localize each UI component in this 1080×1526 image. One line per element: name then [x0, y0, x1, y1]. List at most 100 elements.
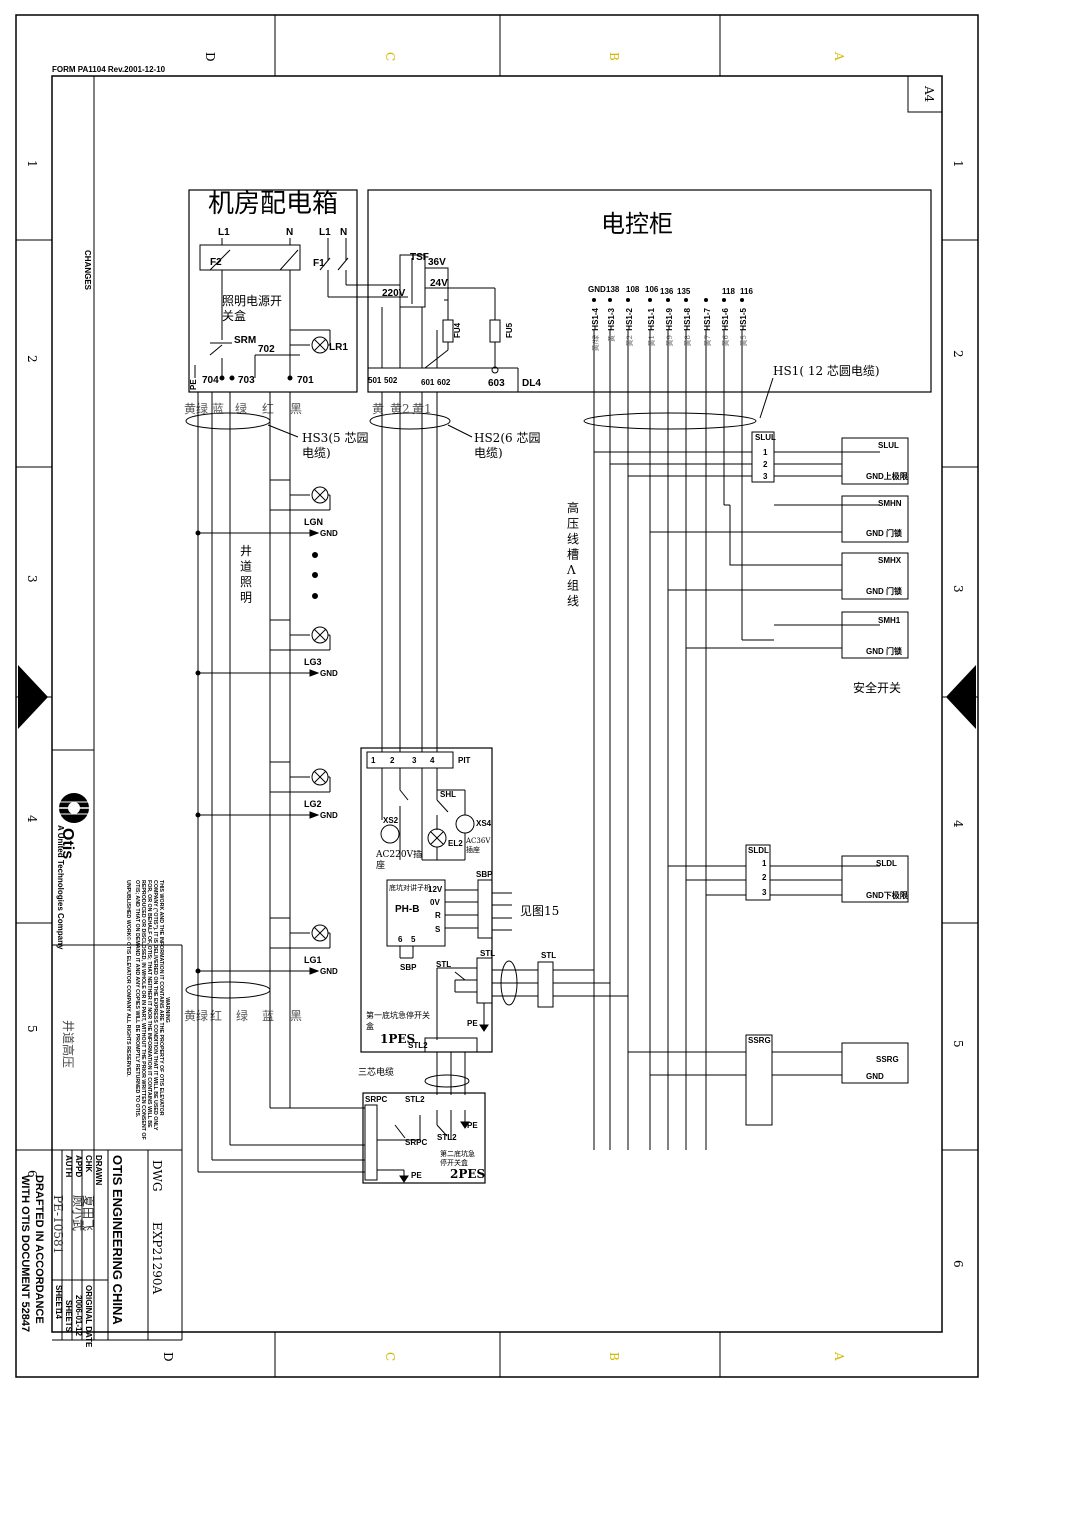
mr-f2: F2 [210, 257, 222, 268]
see-fig-label: 见图15 [520, 904, 559, 918]
drafted-line2: WITH OTIS DOCUMENT 52847 [19, 1175, 31, 1332]
paper-size: A4 [922, 85, 936, 103]
trunk-wires [197, 330, 743, 1172]
hs3-label-1: HS3(5 芯园 [302, 431, 368, 445]
t602-label: 602 [437, 378, 451, 387]
sldl-pin-1: 1 [762, 859, 767, 868]
mr-pe: PE [189, 379, 198, 390]
hs3-color-1: 蓝 [212, 402, 224, 416]
term-118: 118 [722, 287, 735, 296]
col-bottom-d: D [161, 1352, 175, 1362]
bottom-color-2: 绿 [236, 1008, 248, 1023]
second-pe2: PE [411, 1171, 422, 1180]
col-top-b: B [607, 52, 621, 61]
hs1-pin-label: HS1-6 [721, 307, 730, 330]
pit-pe: PE [467, 1019, 478, 1028]
hs1-wire-color: 黄7 [703, 335, 712, 346]
hs1-terminal-strip: HS1-4黄/绿HS1-3黄HS1-2黄2HS1-1黄1HS1-9黄9HS1-8… [591, 298, 748, 351]
machine-room-title: 机房配电箱 [208, 189, 338, 219]
sldl-box-label: SLDL [748, 846, 769, 855]
row-left-1: 1 [25, 160, 39, 168]
row-left-3: 3 [25, 575, 39, 583]
shl-label: SHL [440, 790, 456, 799]
hs2-color-0: 黄 [372, 402, 384, 416]
ac36-label: AC36V插座 [466, 837, 491, 854]
col-top-a: A [832, 51, 846, 61]
stl-right-label: STL [541, 951, 556, 960]
stl2-box-label: STL2 [405, 1095, 425, 1104]
sbp-pin-5: 5 [411, 935, 416, 944]
t501-label: 501 [368, 376, 382, 385]
v36-label: 36V [428, 257, 446, 268]
controller-title: 电控柜 [601, 210, 673, 238]
company-name: OTIS ENGINEERING CHINA [110, 1155, 125, 1325]
mr-srm: SRM [234, 335, 256, 346]
col-bottom-c: C [383, 1352, 397, 1361]
smh1-gnd: GND 门锁 [866, 646, 902, 656]
pit-stl2: STL2 [408, 1041, 428, 1050]
hs1-wire-color: 黄9 [665, 335, 674, 346]
sldl-label: SLDL [876, 859, 897, 868]
drawn-by: 夏田飞 [81, 1195, 95, 1231]
hs1-wire-color: 黄8 [683, 335, 692, 346]
pit-term-4: 4 [430, 756, 435, 765]
hs3-color-2: 绿 [235, 401, 247, 416]
hs3-color-4: 黑 [290, 402, 302, 416]
bottom-color-4: 黑 [290, 1009, 302, 1023]
xs4-label: XS4 [476, 819, 492, 828]
lamp-gnd: GND [320, 967, 338, 976]
hs1-cable-label: HS1( 12 芯圆电缆) [773, 364, 880, 378]
copyright: UNPUBLISHED WORK© OTIS ELEVATOR COMPANY … [125, 880, 131, 1077]
hs1-pin-label: HS1-9 [665, 307, 674, 330]
row-right-2: 2 [951, 350, 965, 358]
row-left-6: 6 [25, 1170, 39, 1178]
t502-label: 502 [384, 376, 398, 385]
pit-term-2: 2 [390, 756, 395, 765]
sheets-label: SHEETS [64, 1300, 73, 1333]
slul-pin-1: 1 [763, 448, 768, 457]
second-code: 2PES [450, 1167, 485, 1181]
three-core-label: 三芯电缆 [358, 1066, 394, 1078]
v220-label: 220V [382, 288, 406, 299]
lamp-label: LGN [304, 517, 323, 527]
bottom-color-0: 黄绿 [184, 1008, 208, 1023]
safety-switch-label: 安全开关 [853, 680, 901, 695]
second-pe: PE [467, 1121, 478, 1130]
slul-label: SLUL [878, 441, 899, 450]
smh1-label: SMH1 [878, 616, 901, 625]
otis-logo-icon [58, 793, 90, 823]
dwg-number: EXP21290A [150, 1222, 164, 1295]
hs1-pin-label: HS1-8 [683, 307, 692, 330]
srpc-box-label: SRPC [365, 1095, 387, 1104]
lamp-gnd: GND [320, 811, 338, 820]
hs1-wire-color: 黄6 [721, 334, 730, 346]
lighting-switch-label: 照明电源开关盒 [222, 294, 283, 323]
dwg-label: DWG [150, 1160, 164, 1192]
mr-l1: L1 [218, 227, 230, 238]
sldl-pin-3: 3 [762, 888, 767, 897]
hs1-wire-color: 黄/绿 [591, 335, 600, 351]
auth-label: AUTH [64, 1155, 73, 1177]
bottom-color-1: 红 [210, 1008, 222, 1023]
drawing-frame [15, 14, 979, 1378]
ph-pin-0v: 0V [430, 898, 440, 907]
drawn-label: DRAWN [94, 1155, 103, 1185]
logo-text: Otis [59, 828, 76, 859]
lamp-gnd: GND [320, 669, 338, 678]
ssrg-gnd: GND [866, 1072, 884, 1081]
auth-no: PE-10581 [51, 1195, 65, 1254]
warning-text: THIS WORK AND THE INFORMATION IT CONTAIN… [134, 880, 164, 1140]
hs1-pin-label: HS1-2 [625, 307, 634, 330]
hs1-wire-color: 黄5 [739, 335, 748, 346]
logo-sub: A United Technologies Company [56, 825, 65, 950]
el2-label: EL2 [448, 839, 463, 848]
mr-703: 703 [238, 375, 255, 386]
drafted-line1: DRAFTED IN ACCORDANCE [33, 1175, 45, 1324]
chk-label: CHK [84, 1155, 93, 1173]
term-106: 106 [645, 285, 659, 294]
